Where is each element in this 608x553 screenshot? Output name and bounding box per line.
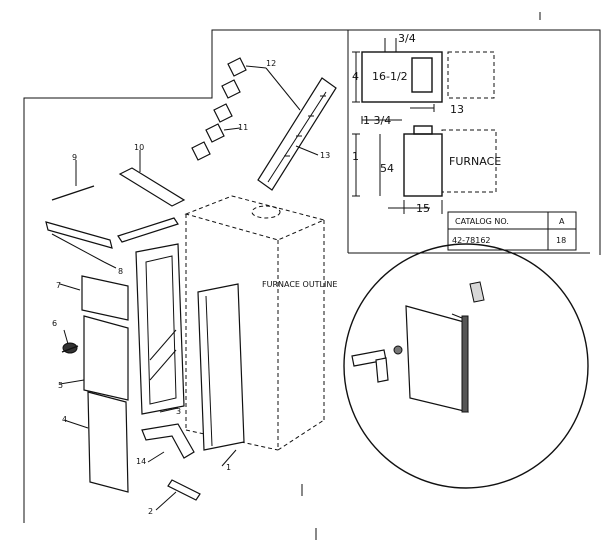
- top-window: [411, 57, 433, 93]
- callout-9: 9: [72, 153, 77, 162]
- part-10-top-rail: [118, 167, 186, 207]
- furnace-outline: [184, 195, 326, 451]
- part-14-bracket: [141, 423, 195, 459]
- part-8-frame: [45, 221, 113, 249]
- catalog-table: CATALOG NO. A 42-78162 18: [447, 211, 577, 251]
- part-12-brackets: [191, 57, 247, 161]
- callout-12: 12: [266, 59, 276, 68]
- table-header-a: A: [559, 217, 565, 226]
- detail-circle: [343, 243, 589, 489]
- callout-11: 11: [238, 123, 248, 132]
- dim-side: 1: [352, 150, 359, 163]
- table-value: 18: [556, 236, 566, 245]
- callout-10: 10: [134, 143, 144, 152]
- callout-7: 7: [56, 281, 61, 290]
- part-2-bar: [167, 479, 201, 501]
- dim-right-small: 13: [450, 103, 464, 116]
- dim-height: 54: [380, 162, 394, 175]
- part-7-panel: [81, 275, 129, 321]
- part-5-panel: [83, 315, 129, 401]
- dim-mid-left: 1 3/4: [363, 114, 391, 127]
- callout-6: 6: [52, 319, 57, 328]
- drawing-frame: [23, 29, 601, 523]
- part-1-side-panel: [197, 283, 245, 451]
- callout-2: 2: [148, 507, 153, 516]
- dim-top: 3/4: [398, 32, 416, 45]
- furnace-top-tab: [413, 125, 433, 135]
- part-9-rail: [117, 217, 179, 243]
- part-4-panel: [87, 391, 129, 493]
- furnace-box: [403, 133, 443, 197]
- top-dashed-box: [447, 51, 495, 99]
- callout-8: 8: [118, 267, 123, 276]
- table-catalog-no: 42-78162: [452, 236, 491, 245]
- callout-3: 3: [176, 407, 181, 416]
- part-9-left-piece: [51, 185, 95, 201]
- furnace-outline-label: FURNACE OUTLINE: [262, 280, 337, 289]
- furnace-label: FURNACE: [449, 155, 501, 168]
- part-6-knob: [61, 342, 79, 354]
- dimension-inset: 3/4 4 16-1/2 13 1 3/4 1 54 15 FURNACE: [352, 32, 501, 215]
- callout-1: 1: [226, 463, 231, 472]
- table-header-catalog: CATALOG NO.: [455, 217, 509, 226]
- top-box: [361, 51, 443, 103]
- furnace-dashed-box: [441, 129, 497, 193]
- callout-13: 13: [320, 151, 330, 160]
- callout-14: 14: [136, 457, 146, 466]
- dim-left: 4: [352, 70, 359, 83]
- dim-inner: 16-1/2: [372, 70, 408, 83]
- dim-bottom: 15: [416, 202, 430, 215]
- callout-4: 4: [62, 415, 67, 424]
- callout-5: 5: [58, 381, 63, 390]
